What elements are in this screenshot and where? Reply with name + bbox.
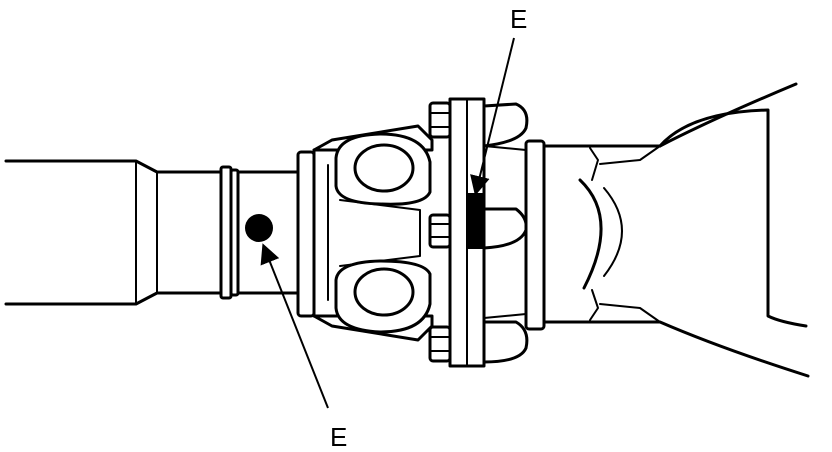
flange-bolt-top	[428, 101, 452, 139]
yoke-ear-upper	[334, 132, 432, 206]
mating-yoke	[482, 102, 529, 364]
tube-shaft	[4, 159, 224, 306]
callout-label-bottom: E	[330, 422, 347, 452]
differential-housing	[542, 82, 810, 378]
callout-label-top: E	[510, 4, 527, 34]
pinion-flange	[524, 139, 546, 331]
yoke-ear-lower	[334, 259, 432, 334]
ring-groove	[219, 165, 240, 300]
alignment-mark-flange	[468, 193, 484, 249]
flange-bolt-bottom	[428, 325, 452, 363]
yoke-hole-upper	[353, 143, 415, 193]
alignment-mark-shaft	[245, 214, 273, 242]
yoke-hole-lower	[353, 267, 415, 317]
leader-line-top	[470, 37, 515, 196]
flange-bolt-middle	[428, 213, 452, 249]
leader-line-bottom	[260, 243, 329, 409]
companion-flange	[448, 97, 486, 368]
